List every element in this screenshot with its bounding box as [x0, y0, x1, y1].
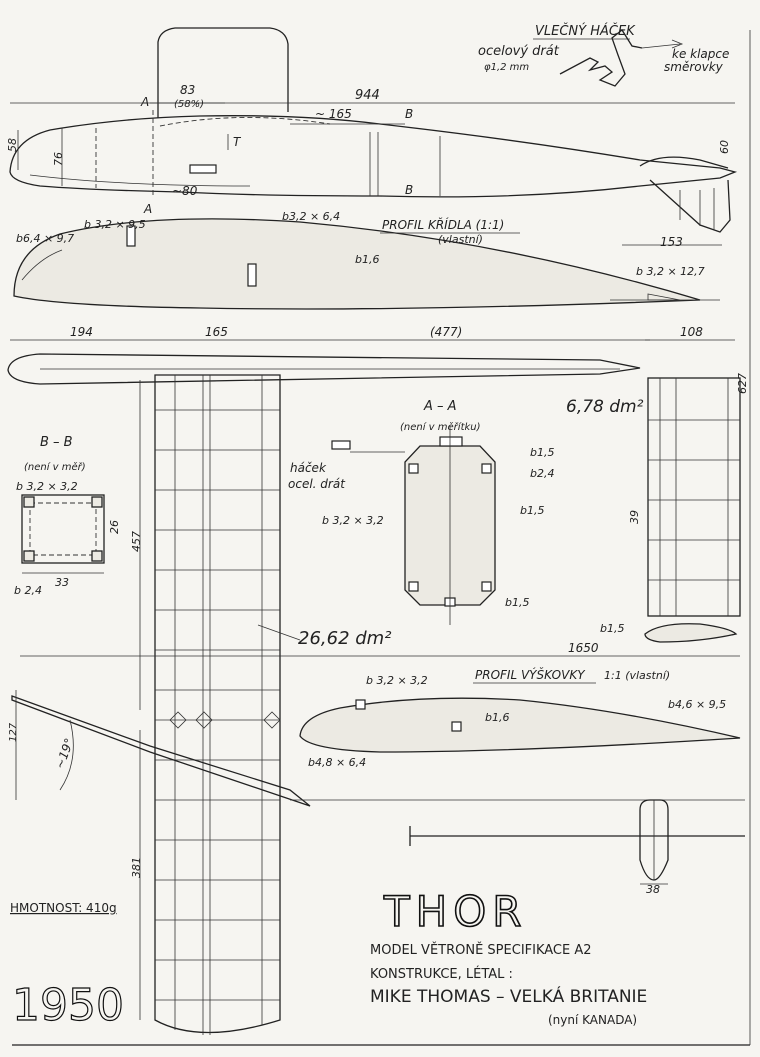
stab-profile-title: PROFIL VÝŠKOVKY [475, 667, 586, 682]
wing-fin-outline [157, 27, 289, 118]
section-a-top: A [140, 95, 149, 109]
tow-hook-title: VLEČNÝ HÁČEK [535, 23, 636, 39]
section-aa-hook-1: háček [290, 461, 327, 475]
dim-58: 58 [6, 138, 19, 152]
section-bb-title: B – B [40, 435, 73, 450]
wing-sheet-label: b1,6 [355, 253, 379, 266]
dim-83: 83 [180, 83, 195, 97]
section-bb: B – B (není v měř) b 3,2 × 3,2 26 33 b 2… [14, 435, 121, 597]
cg-mark: T [233, 135, 242, 149]
wing-le-label: b6,4 × 9,7 [16, 232, 74, 245]
section-aa-title: A – A [423, 399, 457, 414]
dim-477: (477) [430, 325, 462, 339]
dim-83-percent: (58%) [174, 99, 204, 110]
wing-profile-subtitle: (vlastní) [438, 233, 483, 246]
fuselage-top-view: 194 165 (477) 108 [7, 325, 735, 385]
dim-153: 153 [660, 235, 683, 249]
section-aa-b24: b2,4 [530, 467, 554, 480]
year-label: 1950 [12, 980, 124, 1031]
dihedral-wing [11, 695, 311, 807]
stab-profile-scale: 1:1 (vlastní) [604, 669, 670, 682]
dim-1650: 1650 [568, 641, 599, 655]
section-a-bottom: A [143, 202, 152, 216]
dim-80: ~80 [172, 184, 198, 198]
section-bb-width: 33 [55, 576, 69, 589]
wing-planform [154, 374, 281, 1034]
section-aa-b15-bottom: b1,5 [505, 596, 529, 609]
section-aa-note: (není v měřítku) [400, 421, 481, 433]
tow-hook-detail: VLEČNÝ HÁČEK ocelový drát φ1,2 mm ke kla… [478, 23, 729, 87]
title-line-3: MIKE THOMAS – VELKÁ BRITANIE [370, 985, 647, 1007]
tow-hook-diameter: φ1,2 mm [484, 62, 529, 73]
wing-profile-outline [13, 218, 701, 310]
wing-area: 26,62 dm² [298, 628, 391, 649]
section-b-bottom: B [405, 183, 413, 197]
section-aa-hook-2: ocel. drát [288, 477, 346, 491]
wing-top-view: 457 381 26,62 dm² [130, 374, 391, 1035]
section-bb-note: (není v měř) [24, 461, 86, 473]
section-aa-b15-mid: b1,5 [520, 504, 544, 517]
section-aa-b15-top: b1,5 [530, 446, 554, 459]
wing-spar-1-label: b 3,2 × 9,5 [84, 218, 146, 231]
stab-spar-label: b 3,2 × 3,2 [366, 674, 428, 687]
dim-165-top: 165 [205, 325, 228, 339]
model-name: THOR [383, 887, 527, 936]
wing-profile: b6,4 × 9,7 b 3,2 × 9,5 b3,2 × 6,4 PROFIL… [13, 210, 720, 310]
dim-381: 381 [130, 857, 143, 878]
stab-le-label: b4,8 × 6,4 [308, 756, 366, 769]
dim-944: 944 [355, 88, 380, 103]
title-block: THOR MODEL VĚTRONĚ SPECIFIKACE A2 KONSTR… [10, 886, 647, 1031]
dim-627: 627 [736, 373, 749, 394]
title-line-1: MODEL VĚTRONĚ SPECIFIKACE A2 [370, 942, 592, 958]
dim-39: 39 [628, 510, 641, 524]
front-view: 38 [409, 799, 745, 896]
dim-194: 194 [70, 325, 93, 339]
dim-457: 457 [130, 531, 143, 552]
section-bb-stringer: b 3,2 × 3,2 [16, 480, 78, 493]
wing-profile-title: PROFIL KŘÍDLA (1:1) [382, 217, 504, 232]
section-bb-sheet: b 2,4 [14, 584, 42, 597]
fuselage-top-outline [7, 353, 641, 385]
stab-b15-label: b1,5 [600, 622, 624, 635]
dim-60: 60 [718, 140, 731, 154]
fuselage-outline [9, 115, 738, 198]
section-aa: A – A (není v měřítku) háček ocel. drát … [288, 399, 554, 625]
front-view-fuselage [639, 799, 669, 881]
section-aa-stringer: b 3,2 × 3,2 [322, 514, 384, 527]
dim-165-fuselage: ~ 165 [315, 107, 352, 121]
stab-section-small [644, 623, 738, 643]
section-bb-box [21, 494, 105, 564]
dim-108: 108 [680, 325, 703, 339]
title-line-4: (nyní KANADA) [548, 1013, 637, 1027]
dim-127: 127 [8, 722, 19, 742]
tow-hook-flap-label-2: směrovky [664, 60, 724, 74]
wing-spar-2-label: b3,2 × 6,4 [282, 210, 340, 223]
tow-hook-wire [559, 29, 643, 87]
dihedral-view: 1650 127 ~19° [8, 641, 745, 807]
section-bb-height: 26 [108, 520, 121, 534]
tow-hook-flap-label-1: ke klapce [672, 47, 729, 61]
section-b-top: B [405, 107, 413, 121]
wing-te-label: b 3,2 × 12,7 [636, 265, 705, 278]
stab-area: 6,78 dm² [566, 397, 644, 417]
dim-76: 76 [52, 152, 65, 166]
stab-te-label: b4,6 × 9,5 [668, 698, 726, 711]
stab-profile: PROFIL VÝŠKOVKY 1:1 (vlastní) b 3,2 × 3,… [299, 667, 741, 769]
stabilizer-outline [647, 377, 741, 617]
stab-sheet-label: b1,6 [485, 711, 509, 724]
fuselage-side-view: 944 83 (58%) A A ~ 165 B B T 58 76 ~80 6… [6, 27, 738, 249]
weight-label: HMOTNOST: 410g [10, 901, 117, 915]
title-line-2: KONSTRUKCE, LÉTAL : [370, 966, 513, 982]
dim-38: 38 [646, 883, 660, 896]
stabilizer-top-view: 6,78 dm² 627 39 b1,5 [566, 373, 749, 643]
tow-hook-material: ocelový drát [478, 44, 560, 59]
